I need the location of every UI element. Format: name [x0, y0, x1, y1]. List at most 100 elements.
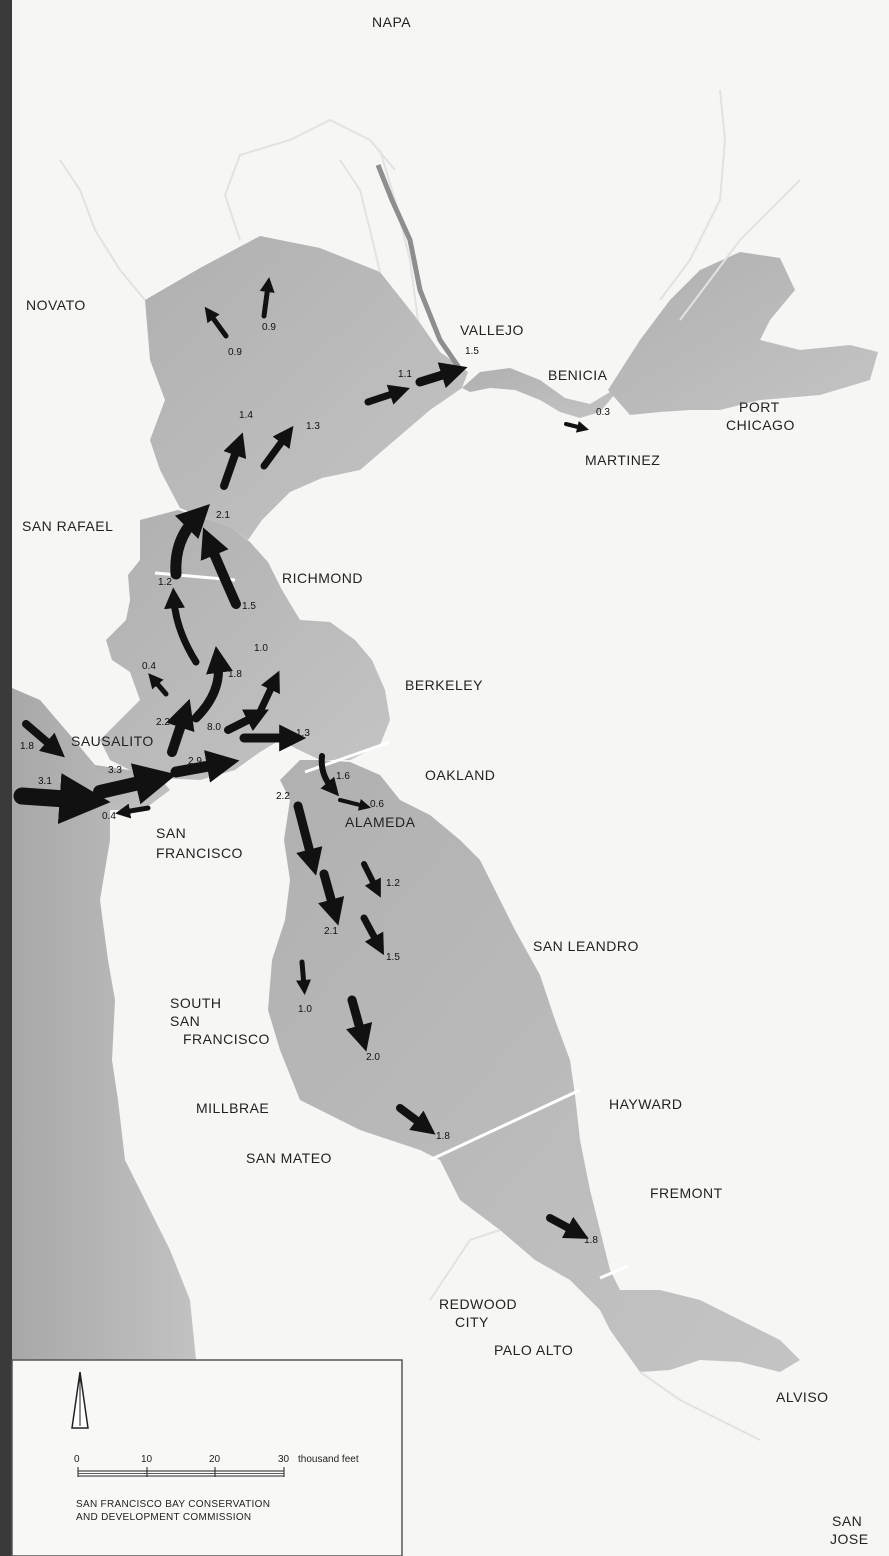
- credit-line2: AND DEVELOPMENT COMMISSION: [76, 1512, 252, 1523]
- current-arrow-icon: [13, 773, 111, 825]
- current-arrow-icon: [318, 753, 340, 797]
- speed-label: 1.8: [228, 669, 242, 680]
- place-richmond: RICHMOND: [282, 570, 363, 586]
- current-arrow-icon: [415, 362, 468, 389]
- current-arrow-icon: [346, 995, 373, 1052]
- speed-label: 1.4: [239, 410, 253, 421]
- pacific-ocean: [12, 688, 196, 1360]
- current-arrow-icon: [204, 306, 229, 339]
- rivers: [59, 89, 801, 1441]
- speed-label: 2.1: [216, 510, 230, 521]
- scale-tick-20: 20: [209, 1454, 221, 1465]
- place-alameda: ALAMEDA: [345, 814, 416, 830]
- current-arrow-icon: [93, 763, 177, 805]
- current-arrow-icon: [396, 1104, 436, 1135]
- speed-label: 3.3: [108, 765, 122, 776]
- current-arrow-icon: [224, 709, 269, 734]
- place-benicia: BENICIA: [548, 367, 608, 383]
- speed-label: 0.4: [102, 811, 116, 822]
- speed-label: 8.0: [207, 722, 221, 733]
- place-san-mateo: SAN MATEO: [246, 1150, 332, 1166]
- speed-label: 2.9: [188, 756, 202, 767]
- current-arrow-icon: [191, 645, 233, 723]
- current-arrow-icon: [338, 798, 371, 811]
- frame-edge: [0, 0, 12, 1556]
- speed-label: 1.6: [336, 771, 350, 782]
- speed-label: 1.1: [398, 369, 412, 380]
- speed-label: 2.0: [366, 1052, 380, 1063]
- current-arrow-icon: [220, 432, 247, 490]
- place-novato: NOVATO: [26, 297, 86, 313]
- place-fremont: FREMONT: [650, 1185, 723, 1201]
- place-san-jose-line1: SAN: [832, 1513, 863, 1529]
- place-port-chicago-line1: PORT: [739, 399, 780, 415]
- place-napa: NAPA: [372, 14, 412, 30]
- current-arrow-icon: [170, 503, 210, 580]
- place-millbrae: MILLBRAE: [196, 1100, 270, 1116]
- speed-label: 1.8: [436, 1131, 450, 1142]
- place-san-francisco-line2: FRANCISCO: [156, 845, 243, 861]
- scale-tick-10: 10: [141, 1454, 153, 1465]
- speed-label: 1.3: [306, 421, 320, 432]
- current-arrow-icon: [293, 801, 323, 876]
- suisun-bay: [608, 252, 878, 415]
- scale-bar: [77, 1467, 285, 1477]
- carquinez-strait: [462, 368, 630, 418]
- current-arrow-icon: [115, 803, 151, 819]
- speed-label: 1.3: [296, 728, 310, 739]
- place-san-leandro: SAN LEANDRO: [533, 938, 639, 954]
- speed-label: 1.5: [465, 346, 479, 357]
- current-arrow-icon: [200, 527, 241, 609]
- place-south-sf-line1: SOUTH: [170, 995, 222, 1011]
- place-martinez: MARTINEZ: [585, 452, 661, 468]
- speed-label: 2.2: [276, 791, 290, 802]
- scale-unit: thousand feet: [298, 1454, 359, 1465]
- current-arrow-icon: [360, 914, 384, 956]
- current-arrow-icon: [170, 750, 240, 783]
- south-bay: [268, 760, 800, 1372]
- current-arrow-icon: [148, 673, 169, 697]
- place-alviso: ALVISO: [776, 1389, 829, 1405]
- place-oakland: OAKLAND: [425, 767, 496, 783]
- current-arrow-icon: [364, 384, 410, 406]
- place-palo-alto: PALO ALTO: [494, 1342, 574, 1358]
- speed-label: 1.0: [298, 1004, 312, 1015]
- current-arrow-icon: [318, 869, 345, 926]
- speed-label: 0.6: [370, 799, 384, 810]
- place-south-sf-line2: SAN: [170, 1013, 201, 1029]
- speed-label: 1.5: [242, 601, 256, 612]
- place-port-chicago-line2: CHICAGO: [726, 417, 795, 433]
- san-pablo-bay: [145, 236, 468, 540]
- scale-tick-30: 30: [278, 1454, 290, 1465]
- napa-river: [375, 164, 465, 374]
- credit-line1: SAN FRANCISCO BAY CONSERVATION: [76, 1499, 271, 1510]
- place-san-jose-line2: JOSE: [830, 1531, 869, 1547]
- current-arrow-icon: [546, 1214, 589, 1239]
- current-arrow-icon: [361, 861, 381, 898]
- place-san-francisco-line1: SAN: [156, 825, 187, 841]
- place-hayward: HAYWARD: [609, 1096, 683, 1112]
- speed-label: 1.5: [386, 952, 400, 963]
- place-south-sf-line3: FRANCISCO: [183, 1031, 270, 1047]
- speed-label: 0.4: [142, 661, 156, 672]
- current-arrow-icon: [260, 425, 294, 470]
- speed-label: 0.9: [262, 322, 276, 333]
- current-arrow-icon: [296, 959, 311, 995]
- current-arrows: [13, 277, 589, 1239]
- san-mateo-bridge: [429, 1088, 581, 1162]
- current-arrow-icon: [22, 720, 65, 758]
- speed-label: 2.2: [156, 717, 170, 728]
- current-arrow-icon: [259, 277, 275, 319]
- current-arrow-icon: [165, 698, 195, 757]
- current-arrow-icon: [564, 421, 589, 433]
- speed-label: 0.3: [596, 407, 610, 418]
- speed-label: 1.8: [584, 1235, 598, 1246]
- speed-label: 3.1: [38, 776, 52, 787]
- speed-label: 1.2: [158, 577, 172, 588]
- speed-label: 1.0: [254, 643, 268, 654]
- speed-label: 0.9: [228, 347, 242, 358]
- speed-label: 2.1: [324, 926, 338, 937]
- place-redwood-city-line2: CITY: [455, 1314, 489, 1330]
